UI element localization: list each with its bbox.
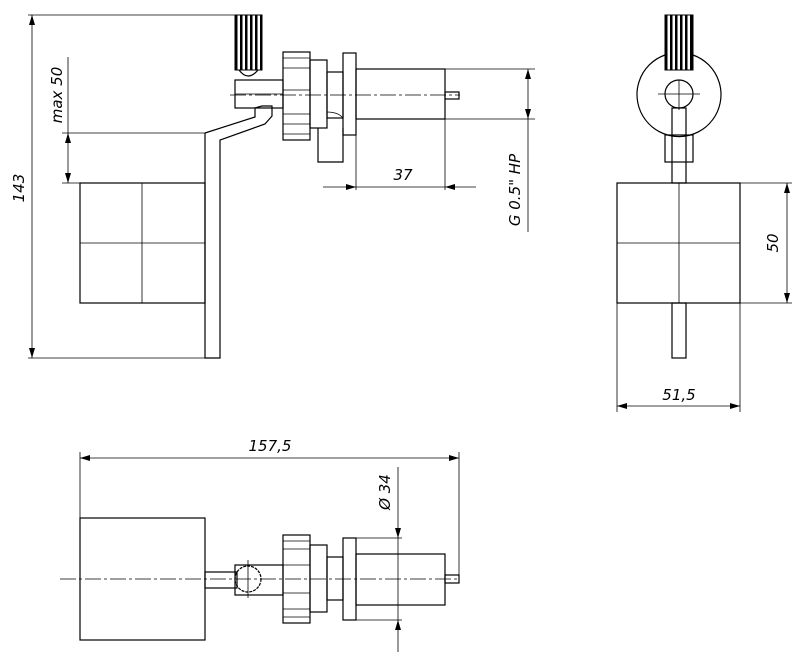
- dim-max-level: max 50: [48, 67, 66, 124]
- dim-body-length: 37: [393, 166, 413, 184]
- dim-total-length: 157,5: [249, 437, 292, 455]
- dim-thread: G 0.5" HP: [506, 153, 524, 226]
- side-view: 50 51,5: [616, 14, 792, 412]
- side-knob: [664, 14, 694, 71]
- dim-diameter: Ø 34: [376, 474, 394, 511]
- body: [355, 68, 446, 120]
- nut: [282, 51, 311, 141]
- dim-float-width: 51,5: [662, 386, 695, 404]
- nut-outline: [636, 54, 722, 138]
- knob: [234, 14, 263, 71]
- front-view: 143 max 50 37 G 0: [10, 14, 535, 359]
- float-arm: [204, 105, 273, 359]
- flange: [342, 52, 357, 136]
- dim-float-height: 50: [764, 233, 782, 252]
- dim-total-height: 143: [10, 174, 28, 203]
- top-view: 157,5 Ø 34: [60, 437, 460, 652]
